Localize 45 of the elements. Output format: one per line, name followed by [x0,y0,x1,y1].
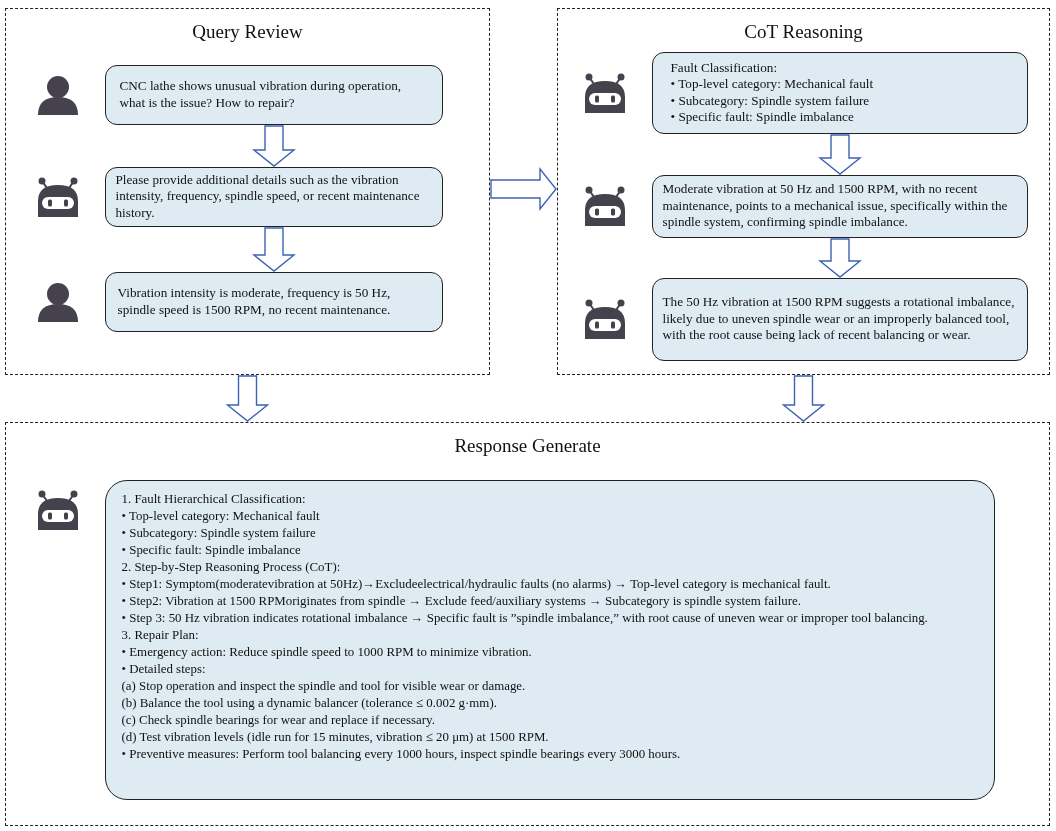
message-box [104,271,443,332]
message-text: • Step1: Symptom(moderatevibration at 50Hz)→Excludeelectrical/hydraulic faults (no alarms) → Top-level category is mechanical fault. [121,575,832,593]
block-arrow [225,375,270,422]
dashed-panel [5,8,490,375]
message-text: (d) Test vibration levels (idle run for 15 minutes, vibration ≤ 20 μm) at 1500 RPM. [121,728,550,746]
message-text: 2. Step-by-Step Reasoning Process (CoT): [121,558,342,576]
message-box [651,51,1028,134]
panel-title: CoT Reasoning [743,21,864,43]
message-text: (c) Check spindle bearings for wear and replace if necessary. [121,711,436,729]
message-box [104,64,443,125]
message-text: • Subcategory: Spindle system failure [670,92,871,109]
message-text: • Top-level category: Mechanical fault [121,507,321,525]
message-text: Vibration intensity is moderate, frequency is 50 Hz, spindle speed is 1500 RPM, no recent maintenance. [117,285,392,318]
message-text: Fault Classification: [670,59,779,76]
message-text: Please provide additional details such as the vibration intensity, frequency, spindle speed, or recent maintenance history. [115,171,421,222]
message-box [104,166,443,227]
message-text: • Step2: Vibration at 1500 RPMoriginates from spindle → Exclude feed/auxiliary systems → Subcategory is spindle system failure. [121,592,802,610]
message-text: • Preventive measures: Perform tool balancing every 1000 hours, inspect spindle bearings every 3000 hours. [121,745,682,763]
block-arrow [781,375,826,422]
message-text: • Subcategory: Spindle system failure [121,524,317,542]
block-arrow [252,125,296,167]
message-text: • Step 3: 50 Hz vibration indicates rotational imbalance → Specific fault is ”spindle imbalance,” with root cause of uneven wear or improper tool balancing. [121,609,929,627]
block-arrow [490,167,557,211]
message-text: (a) Stop operation and inspect the spindle and tool for visible wear or damage. [121,677,527,695]
message-text: • Top-level category: Mechanical fault [670,76,875,93]
response-box [104,479,995,800]
message-text: 1. Fault Hierarchical Classification: [121,490,307,508]
message-text: • Emergency action: Reduce spindle speed to 1000 RPM to minimize vibration. [121,643,533,661]
message-text: • Detailed steps: [121,660,207,678]
message-text: • Specific fault: Spindle imbalance [121,541,302,559]
message-box [651,174,1028,238]
dashed-panel [557,8,1050,375]
message-text: The 50 Hz vibration at 1500 RPM suggests a rotational imbalance, likely due to uneven spindle wear or an improperly balanced tool, with the root cause being lack of recent balancing or wear. [662,294,1016,344]
block-arrow [818,134,862,175]
dashed-panel [5,422,1050,826]
panel-title: Response Generate [453,435,602,457]
message-text: CNC lathe shows unusual vibration during operation, what is the issue? How to repair? [119,78,403,111]
message-text: Moderate vibration at 50 Hz and 1500 RPM, with no recent maintenance, points to a mechanical issue, specifically within the spindle system, confirming spindle imbalance. [662,181,1009,231]
panel-title: Query Review [191,21,304,43]
block-arrow [818,238,862,278]
block-arrow [252,227,296,272]
message-text: (b) Balance the tool using a dynamic balancer (tolerance ≤ 0.002 g·mm). [121,694,498,712]
message-text: 3. Repair Plan: [121,626,200,644]
message-box [651,277,1028,361]
message-text: • Specific fault: Spindle imbalance [670,109,855,126]
